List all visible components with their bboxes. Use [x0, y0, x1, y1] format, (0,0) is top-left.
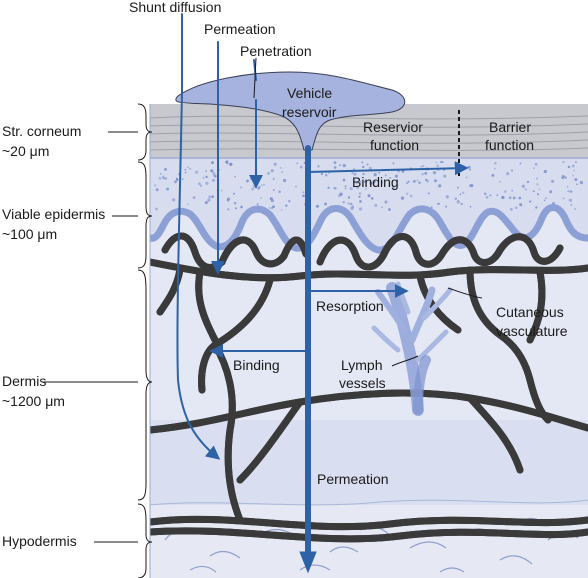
penetration-label: Penetration [240, 43, 312, 59]
vehicle-reservoir-label-1: Vehicle [287, 85, 332, 101]
lymph-vessels-label-2: vessels [339, 375, 386, 391]
cutaneous-vasculature-label-2: vasculature [496, 323, 568, 339]
permeation-bottom-label: Permeation [317, 471, 389, 487]
leader-lines [253, 57, 483, 367]
shunt-diffusion-label: Shunt diffusion [129, 0, 221, 15]
binding-epidermis-arrow [307, 161, 469, 176]
stratum-corneum-label: Str. corneum [2, 123, 81, 139]
route-arrows [176, 13, 469, 574]
cutaneous-vasculature [150, 236, 588, 539]
vehicle-reservoir-label-2: reservoir [282, 104, 337, 120]
layer-labels: Str. corneum ~20 μm Viable epidermis ~10… [2, 123, 105, 549]
layer-brackets [44, 103, 153, 578]
shunt-diffusion-arrow [176, 13, 221, 460]
cutaneous-vasculature-label-1: Cutaneous [496, 304, 564, 320]
stratum-corneum-thickness: ~20 μm [2, 143, 49, 159]
barrier-function-label-2: function [485, 137, 534, 153]
permeation-top-label: Permeation [204, 21, 276, 37]
resorption-label: Resorption [316, 298, 384, 314]
epidermis-stipple [153, 160, 584, 211]
hypodermis-label: Hypodermis [2, 533, 77, 549]
viable-epidermis-thickness: ~100 μm [2, 226, 57, 242]
reservoir-function-label-1: Reservior [363, 119, 423, 135]
binding-epidermis-label: Binding [352, 174, 399, 190]
route-labels: Shunt diffusion Permeation Penetration V… [129, 0, 568, 487]
vehicle-reservoir-droplet [175, 71, 406, 151]
binding-dermis-label: Binding [233, 357, 280, 373]
lymph-vessels-label-1: Lymph [341, 357, 383, 373]
viable-epidermis-label: Viable epidermis [2, 206, 105, 222]
dermis-thickness: ~1200 μm [2, 393, 65, 409]
dermis-label: Dermis [2, 373, 46, 389]
reservoir-function-label-2: function [370, 137, 419, 153]
barrier-function-label-1: Barrier [489, 119, 531, 135]
